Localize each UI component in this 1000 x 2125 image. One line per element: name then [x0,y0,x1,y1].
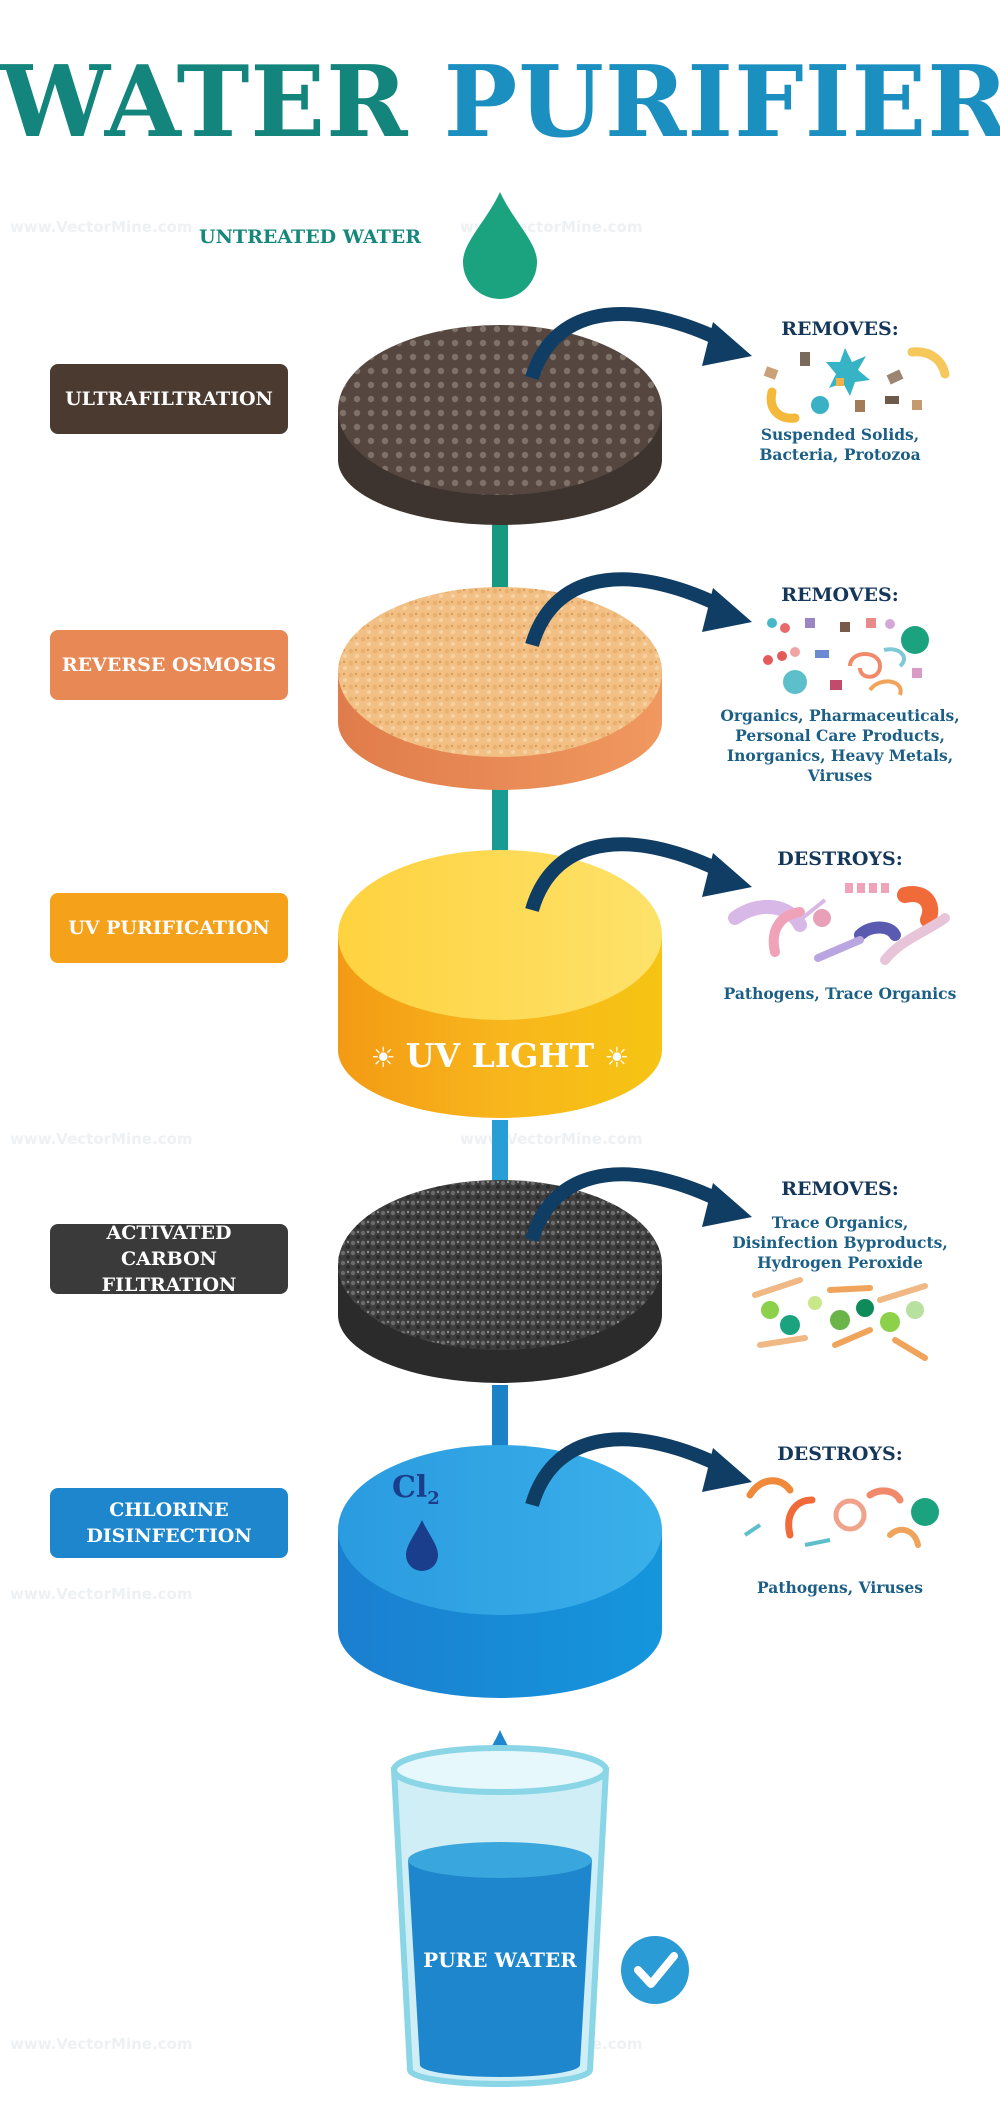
removal-arrow [525,306,729,381]
stage-action-heading: REMOVES: [781,318,899,340]
removal-arrow [525,837,729,913]
stage-description: Suspended Solids, Bacteria, Protozoa [759,425,921,464]
stage-label-reverse-osmosis: REVERSE OSMOSIS [50,630,288,700]
uv-pathogens-icon [728,883,950,965]
water-glass-icon [390,1745,610,2087]
stage-description: Trace Organics, Disinfection Byproducts,… [732,1213,948,1272]
watermark-text: www.VectorMine.com [10,1130,193,1148]
untreated-water-label: UNTREATED WATER [199,226,421,248]
chlorine-drop-icon [406,1520,438,1571]
removal-arrow [525,1432,729,1508]
watermark-text: www.VectorMine.com [10,218,193,236]
page-title: WATER PURIFIER [0,48,1000,158]
untreated-water-drop-icon [463,192,537,299]
chlorine-formula-subscript: 2 [427,1488,440,1509]
carbon-particles-icon [752,1277,928,1361]
uv-light-text: UV LIGHT [405,1036,595,1075]
stage-action-heading: REMOVES: [781,584,899,606]
reverse-osmosis-layer [338,587,662,790]
reverse-osmosis-particles-icon [763,618,929,696]
stage-description: Pathogens, Trace Organics [723,984,957,1003]
chlorine-formula: Cl2 [392,1470,440,1509]
activated-carbon-layer [338,1180,662,1383]
uv-light-label: ☀ UV LIGHT ☀ [340,1036,660,1075]
stage-description: Organics, Pharmaceuticals, Personal Care… [720,706,960,785]
title-word-water: WATER [0,45,409,160]
removal-arrow [525,1167,729,1243]
checkmark-icon [621,1936,689,2004]
chlorine-pathogens-icon [743,1477,939,1548]
stage-label-chlorine: CHLORINE DISINFECTION [50,1488,288,1558]
stage-label-uv-purification: UV PURIFICATION [50,893,288,963]
stage-action-heading: DESTROYS: [777,848,903,870]
watermark-text: www.VectorMine.com [10,2035,193,2053]
stage-label-ultrafiltration: ULTRAFILTRATION [50,364,288,434]
chlorine-disinfection-layer [338,1445,662,1698]
sun-icon: ☀ [370,1041,396,1074]
stage-action-heading: REMOVES: [781,1178,899,1200]
watermark-text: www.VectorMine.com [10,1585,193,1603]
ultrafiltration-layer [338,325,662,525]
removal-arrow [525,572,729,648]
ultrafiltration-particles-icon [763,347,950,423]
stage-label-activated-carbon: ACTIVATED CARBON FILTRATION [50,1222,288,1296]
stage-action-heading: DESTROYS: [777,1443,903,1465]
pure-water-label: PURE WATER [423,1948,577,1972]
title-word-purifier: PURIFIER [443,45,1000,160]
stage-description: Pathogens, Viruses [757,1578,923,1597]
chlorine-formula-base: Cl [392,1470,428,1505]
uv-purification-layer [338,850,662,1118]
sun-icon: ☀ [604,1041,630,1074]
